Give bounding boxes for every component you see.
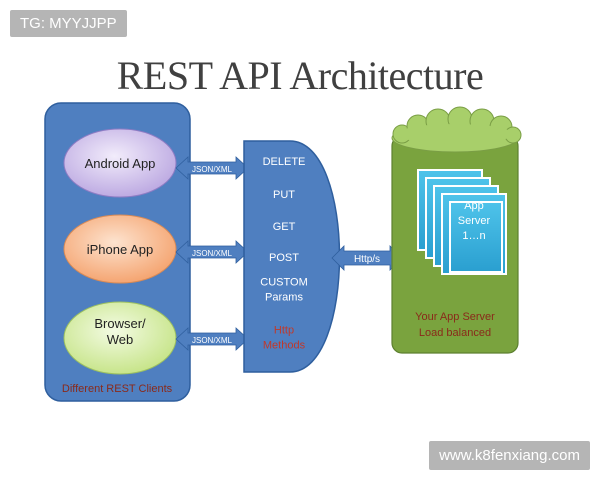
- clients-label: Different REST Clients: [62, 383, 173, 395]
- svg-text:Http/s: Http/s: [354, 254, 380, 265]
- browser-web-node: [63, 301, 177, 375]
- connector-android: JSON/XML: [175, 156, 249, 180]
- watermark-top: TG: MYYJJPP: [10, 10, 127, 37]
- connector-iphone: JSON/XML: [175, 240, 249, 264]
- server-stack-icon: [417, 169, 507, 275]
- iphone-app-node: [63, 214, 177, 284]
- svg-text:JSON/XML: JSON/XML: [192, 249, 233, 258]
- watermark-bottom: www.k8fenxiang.com: [429, 441, 590, 470]
- cloud-icon: [391, 106, 522, 153]
- connector-browser: JSON/XML: [175, 327, 249, 351]
- browser-web-label: Browser/Web: [94, 316, 146, 347]
- method-delete: DELETE: [263, 156, 306, 168]
- svg-text:JSON/XML: JSON/XML: [192, 336, 233, 345]
- method-post: POST: [269, 252, 299, 264]
- android-app-node: [63, 128, 177, 198]
- iphone-app-label: iPhone App: [87, 242, 154, 257]
- method-get: GET: [273, 221, 296, 233]
- svg-text:JSON/XML: JSON/XML: [192, 165, 233, 174]
- method-put: PUT: [273, 189, 295, 201]
- page-title: REST API Architecture: [116, 53, 484, 98]
- android-app-label: Android App: [85, 156, 156, 171]
